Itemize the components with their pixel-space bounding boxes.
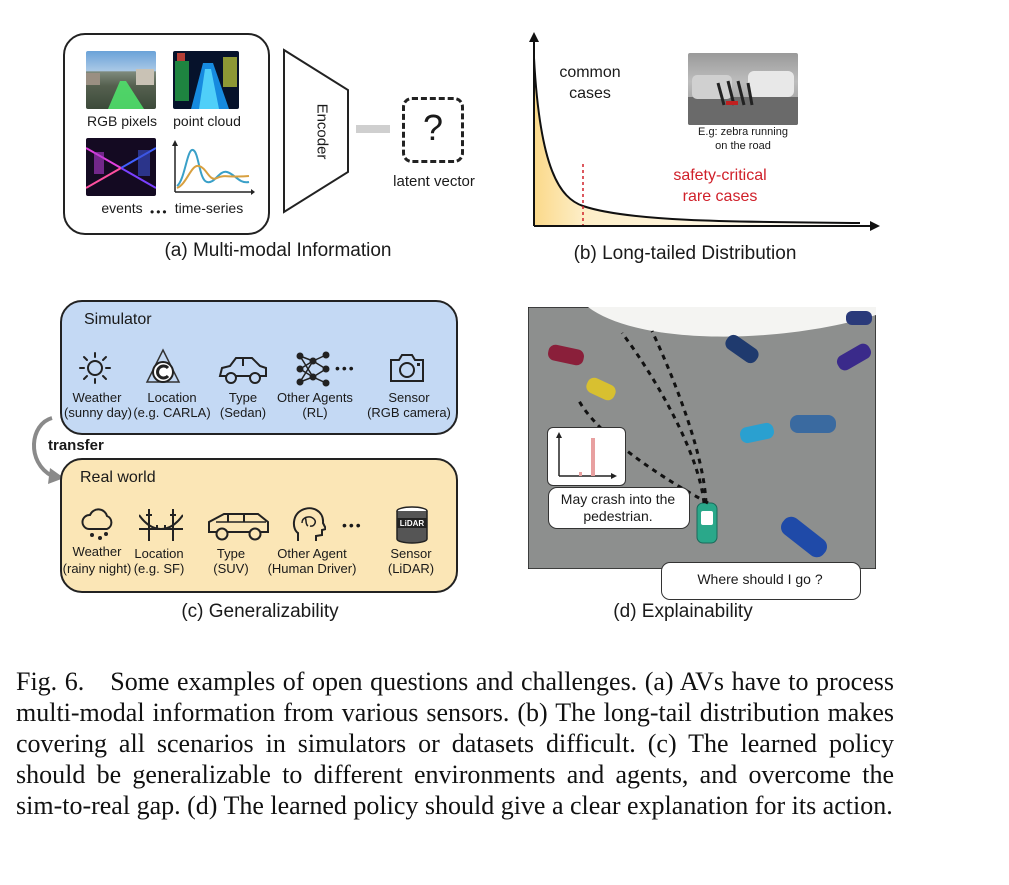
real-agent-label: Other Agent	[277, 546, 347, 561]
caption-a: (a) Multi-modal Information	[164, 240, 392, 261]
events-label: events	[101, 200, 143, 216]
sim-type-label: Type	[228, 390, 258, 405]
modalities-box	[63, 33, 270, 235]
real-world-ellipsis: •••	[342, 517, 363, 533]
sim-type-detail: (Sedan)	[219, 405, 267, 420]
sim-agents-detail: (RL)	[302, 405, 328, 420]
rain-cloud-icon	[81, 508, 113, 540]
vehicle	[740, 422, 774, 444]
speech-bubble-question	[661, 562, 861, 600]
real-world-box	[60, 458, 458, 593]
events-thumbnail	[86, 138, 156, 196]
vehicle	[586, 377, 616, 401]
suv-icon	[208, 513, 269, 541]
vehicle	[846, 311, 872, 325]
real-agent-detail: (Human Driver)	[267, 561, 357, 576]
zebra-example-photo	[688, 53, 798, 125]
vehicle	[725, 334, 759, 364]
long-tail-plot	[529, 32, 880, 231]
rgb-pixels-thumbnail	[86, 51, 156, 109]
latent-question-icon: ?	[422, 107, 444, 148]
encoder-output-arrow	[356, 125, 390, 133]
sun-icon	[79, 352, 111, 384]
speech-bubble-warning	[548, 487, 690, 529]
sim-location-detail: (e.g. CARLA)	[133, 405, 211, 420]
point-cloud-label: point cloud	[173, 113, 241, 129]
warning-text-line2: pedestrian.	[583, 508, 653, 524]
rare-cases-label-line2: rare cases	[682, 188, 758, 205]
common-cases-label-line2: cases	[569, 85, 611, 102]
vehicle	[836, 343, 872, 371]
bridge-icon	[139, 509, 183, 541]
latent-vector-box	[402, 97, 464, 163]
real-type-label: Type	[216, 546, 246, 561]
latent-vector-label: latent vector	[393, 173, 475, 190]
sim-location-label: Location	[147, 390, 197, 405]
sim-agents-label: Other Agents	[277, 390, 353, 405]
caption-b: (b) Long-tailed Distribution	[573, 243, 797, 264]
example-caption-line1: E.g: zebra running	[698, 126, 788, 138]
caption-d: (d) Explainability	[613, 601, 753, 622]
real-world-title: Real world	[80, 469, 156, 486]
real-location-label: Location	[134, 546, 184, 561]
camera-icon	[390, 354, 424, 382]
vehicle	[790, 415, 836, 433]
time-series-label: time-series	[174, 200, 244, 216]
question-text: Where should I go ?	[697, 571, 823, 587]
real-weather-label: Weather	[72, 544, 122, 559]
sim-sensor-label: Sensor	[388, 390, 430, 405]
lidar-icon	[396, 506, 428, 544]
encoder-trapezoid	[283, 48, 349, 214]
brain-head-icon	[292, 507, 326, 541]
sim-weather-label: Weather	[72, 390, 122, 405]
encoder-label: Encoder	[313, 103, 331, 160]
sedan-icon	[218, 357, 267, 384]
point-cloud-thumbnail	[173, 51, 239, 109]
vehicle	[780, 516, 828, 558]
real-sensor-label: Sensor	[390, 546, 432, 561]
warning-text-line1: May crash into the	[560, 491, 676, 507]
transfer-arrow	[32, 416, 64, 484]
figure-caption: Fig. 6. Some examples of open questions …	[16, 667, 894, 820]
time-series-plot	[172, 140, 255, 195]
rare-cases-label-line1: safety-critical	[673, 167, 767, 184]
real-weather-detail: (rainy night)	[62, 561, 132, 576]
sim-weather-detail: (sunny day)	[64, 405, 132, 420]
vehicle	[548, 344, 584, 366]
rgb-pixels-label: RGB pixels	[86, 113, 158, 129]
example-caption-line2: on the road	[715, 140, 771, 152]
modalities-ellipsis: •••	[150, 205, 169, 219]
sim-sensor-detail: (RGB camera)	[367, 405, 451, 420]
lidar-icon-text: LiDAR	[399, 519, 425, 528]
attention-histogram	[556, 432, 617, 479]
neural-network-icon	[296, 351, 330, 387]
real-type-detail: (SUV)	[213, 561, 249, 576]
simulator-ellipsis: •••	[335, 360, 356, 376]
real-location-detail: (e.g. SF)	[133, 561, 185, 576]
transfer-label: transfer	[48, 437, 104, 454]
ego-vehicle	[696, 502, 718, 544]
simulator-title: Simulator	[84, 311, 152, 328]
common-cases-label-line1: common	[559, 64, 621, 81]
real-sensor-detail: (LiDAR)	[387, 561, 435, 576]
carla-logo-icon	[145, 348, 181, 383]
caption-c: (c) Generalizability	[181, 601, 339, 622]
